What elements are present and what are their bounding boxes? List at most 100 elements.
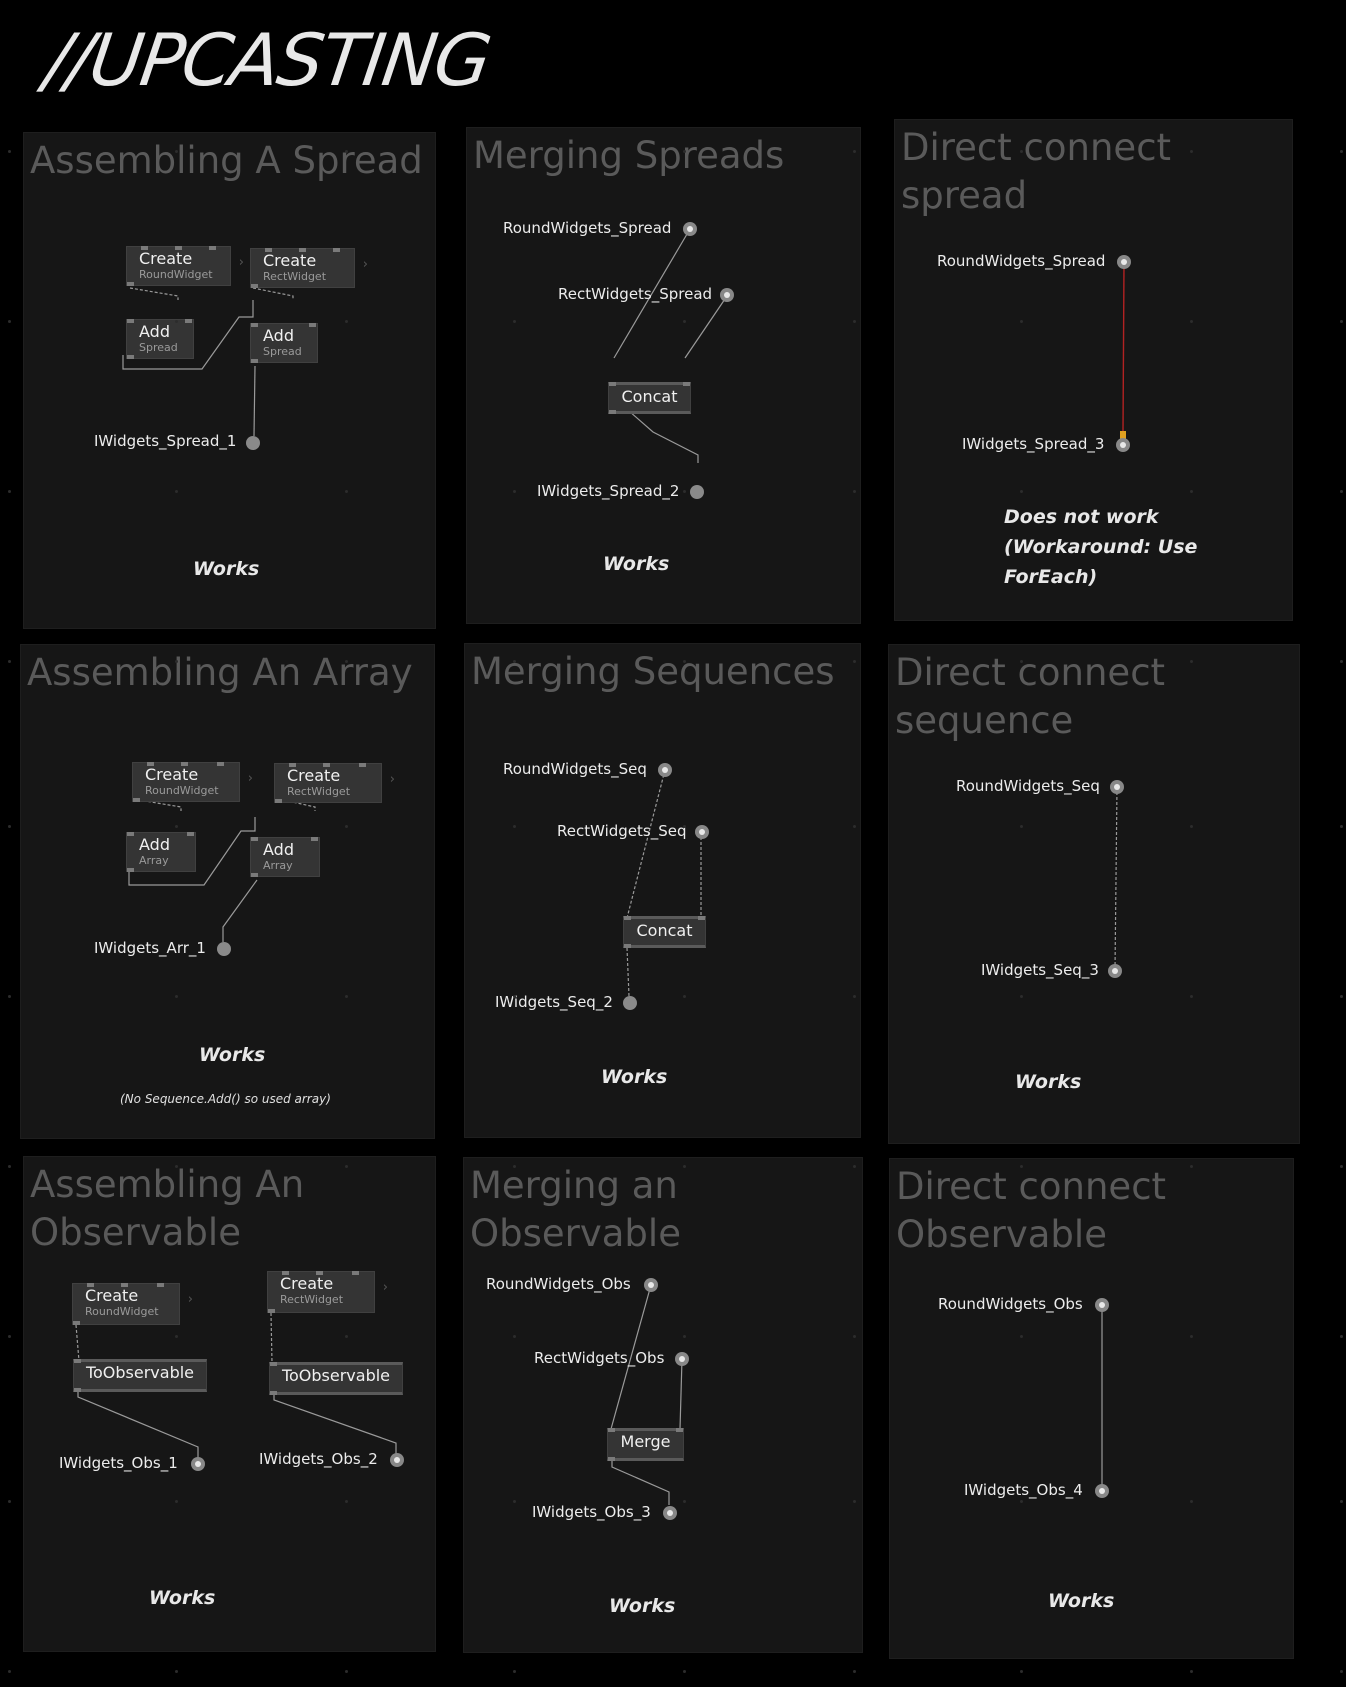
node-add-array-a[interactable]: Add Array — [126, 832, 196, 872]
grid-dot — [175, 1335, 178, 1338]
input-pad-dot — [1110, 780, 1124, 794]
panel-assembling-array: Assembling An Array Create RoundWidget ›… — [20, 644, 435, 1139]
node-concat[interactable]: Concat — [608, 382, 691, 414]
grid-dot — [853, 995, 856, 998]
grid-dot — [1190, 1500, 1193, 1503]
grid-dot — [853, 1670, 856, 1673]
node-create-rectwidget[interactable]: Create RectWidget › — [274, 763, 395, 803]
pad-label[interactable]: IWidgets_Seq_3 — [981, 961, 1099, 979]
grid-dot — [175, 995, 178, 998]
node-merge[interactable]: Merge — [607, 1428, 684, 1461]
grid-dot — [345, 660, 348, 663]
grid-dot — [1190, 490, 1193, 493]
node-toobservable-b[interactable]: ToObservable — [269, 1362, 403, 1395]
pad-label[interactable]: IWidgets_Seq_2 — [495, 993, 613, 1011]
panel-title: Merging Spreads — [473, 134, 785, 177]
grid-dot — [345, 150, 348, 153]
pad-label[interactable]: IWidgets_Spread_2 — [537, 482, 680, 500]
grid-dot — [345, 1165, 348, 1168]
pad-label[interactable]: IWidgets_Obs_1 — [59, 1454, 178, 1472]
node-add-spread-b[interactable]: Add Spread — [250, 323, 318, 363]
chevron-right-icon: › — [389, 772, 395, 787]
node-name: Add — [139, 835, 170, 854]
panel-merging-sequences: Merging Sequences RoundWidgets_Seq RectW… — [464, 643, 861, 1138]
grid-dot — [1340, 1335, 1343, 1338]
grid-dot — [513, 660, 516, 663]
node-name: Create — [287, 766, 341, 785]
grid-dot — [683, 1500, 686, 1503]
grid-dot — [853, 1500, 856, 1503]
grid-dot — [1340, 320, 1343, 323]
chevron-right-icon: › — [247, 771, 253, 786]
node-category: RectWidget — [280, 1293, 344, 1306]
node-create-rectwidget[interactable]: Create RectWidget › — [267, 1271, 388, 1313]
input-pad-label[interactable]: RectWidgets_Obs — [534, 1349, 665, 1367]
node-create-roundwidget[interactable]: Create RoundWidget › — [126, 246, 244, 286]
node-name: Merge — [620, 1432, 671, 1451]
node-name: Add — [139, 322, 170, 341]
input-pad-label[interactable]: RectWidgets_Spread — [558, 285, 713, 303]
input-pad-label[interactable]: RoundWidgets_Obs — [938, 1295, 1083, 1313]
output-pad-dot — [191, 1457, 205, 1471]
input-pad-label[interactable]: RectWidgets_Seq — [557, 822, 687, 840]
grid-dot — [513, 490, 516, 493]
pad-label[interactable]: IWidgets_Arr_1 — [94, 939, 206, 957]
pad-label[interactable]: IWidgets_Obs_4 — [964, 1481, 1083, 1499]
panel-direct-observable: Direct connect Observable RoundWidgets_O… — [889, 1158, 1294, 1659]
panel-direct-spread: Direct connect spread RoundWidgets_Sprea… — [894, 119, 1293, 621]
node-name: Create — [263, 251, 317, 270]
grid-dot — [8, 825, 11, 828]
grid-dot — [683, 1335, 686, 1338]
node-create-rectwidget[interactable]: Create RectWidget › — [250, 248, 368, 288]
grid-dot — [513, 320, 516, 323]
grid-dot — [1190, 825, 1193, 828]
grid-dot — [345, 490, 348, 493]
grid-dot — [345, 320, 348, 323]
node-category: Array — [263, 859, 293, 872]
node-toobservable-a[interactable]: ToObservable — [73, 1359, 207, 1392]
input-pad-dot — [1117, 255, 1131, 269]
grid-dot — [175, 1670, 178, 1673]
pad-output-dot[interactable] — [690, 485, 704, 499]
node-add-array-b[interactable]: Add Array — [250, 837, 320, 877]
grid-dot — [1190, 995, 1193, 998]
panel-merging-observable: Merging an Observable RoundWidgets_Obs R… — [463, 1157, 863, 1653]
pad-output-dot[interactable] — [246, 436, 260, 450]
pad-label[interactable]: IWidgets_Obs_2 — [259, 1450, 378, 1468]
grid-dot — [1190, 150, 1193, 153]
node-add-spread-a[interactable]: Add Spread — [126, 319, 194, 359]
grid-dot — [1190, 1335, 1193, 1338]
pad-label[interactable]: IWidgets_Spread_3 — [962, 435, 1105, 453]
grid-dot — [1340, 490, 1343, 493]
pad-label[interactable]: IWidgets_Obs_3 — [532, 1503, 651, 1521]
input-pad-dot — [683, 222, 697, 236]
grid-dot — [345, 1500, 348, 1503]
grid-dot — [1020, 1670, 1023, 1673]
grid-dot — [8, 660, 11, 663]
grid-dot — [853, 150, 856, 153]
pad-output-dot[interactable] — [623, 996, 637, 1010]
grid-dot — [1340, 1500, 1343, 1503]
node-category: Spread — [263, 345, 302, 358]
input-pad-label[interactable]: RoundWidgets_Spread — [937, 252, 1106, 270]
node-create-roundwidget[interactable]: Create RoundWidget › — [72, 1283, 193, 1325]
grid-dot — [8, 1165, 11, 1168]
pad-label[interactable]: IWidgets_Spread_1 — [94, 432, 237, 450]
input-pad-label[interactable]: RoundWidgets_Seq — [503, 760, 647, 778]
input-pad-label[interactable]: RoundWidgets_Obs — [486, 1275, 631, 1293]
grid-dot — [1020, 490, 1023, 493]
grid-dot — [853, 320, 856, 323]
pad-output-dot[interactable] — [217, 942, 231, 956]
input-pad-label[interactable]: RoundWidgets_Spread — [503, 219, 672, 237]
input-pad-label[interactable]: RoundWidgets_Seq — [956, 777, 1100, 795]
chevron-right-icon: › — [238, 255, 244, 270]
grid-dot — [853, 825, 856, 828]
node-create-roundwidget[interactable]: Create RoundWidget › — [132, 762, 253, 802]
page-title: //UPCASTING — [40, 18, 495, 102]
grid-dot — [513, 1670, 516, 1673]
panel-merging-spreads: Merging Spreads RoundWidgets_Spread Rect… — [466, 127, 861, 624]
status-text: Works — [1015, 1071, 1082, 1093]
grid-dot — [345, 1670, 348, 1673]
output-pad-dot — [1095, 1484, 1109, 1498]
node-concat[interactable]: Concat — [623, 916, 706, 948]
